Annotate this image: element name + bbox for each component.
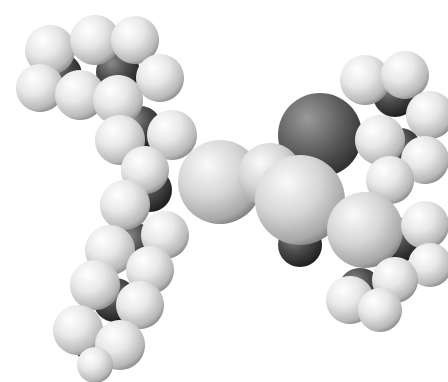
atom-heteroatom-light <box>255 155 345 245</box>
atom-hydrogen <box>136 54 184 102</box>
atom-hydrogen <box>100 180 150 230</box>
atom-hydrogen <box>77 347 113 382</box>
atom-hydrogen <box>381 51 429 99</box>
lower-left-chain <box>53 180 189 382</box>
atom-hydrogen <box>16 64 64 112</box>
atom-hydrogen <box>401 136 448 184</box>
atom-hydrogen <box>116 281 164 329</box>
atom-hydrogen <box>25 25 75 75</box>
atom-hydrogen <box>358 288 402 332</box>
atom-hydrogen <box>408 243 448 287</box>
right-group <box>326 51 448 332</box>
atom-hydrogen <box>401 201 448 249</box>
atom-hydrogen <box>340 55 390 105</box>
atom-hydrogen <box>70 260 120 310</box>
atom-hydrogen <box>70 15 120 65</box>
atom-hydrogen <box>53 305 103 355</box>
upper-left-chain <box>16 15 197 194</box>
atom-hydrogen <box>147 110 197 160</box>
atom-hydrogen <box>366 156 414 204</box>
atom-hydrogen <box>55 70 105 120</box>
atom-hydrogen <box>111 16 159 64</box>
atom-heteroatom-light <box>178 140 262 224</box>
central-core <box>178 140 345 245</box>
atom-hydrogen <box>406 91 448 139</box>
atom-hydrogen <box>93 75 143 125</box>
atom-heteroatom-light <box>327 192 403 268</box>
atom-hydrogen <box>355 115 405 165</box>
